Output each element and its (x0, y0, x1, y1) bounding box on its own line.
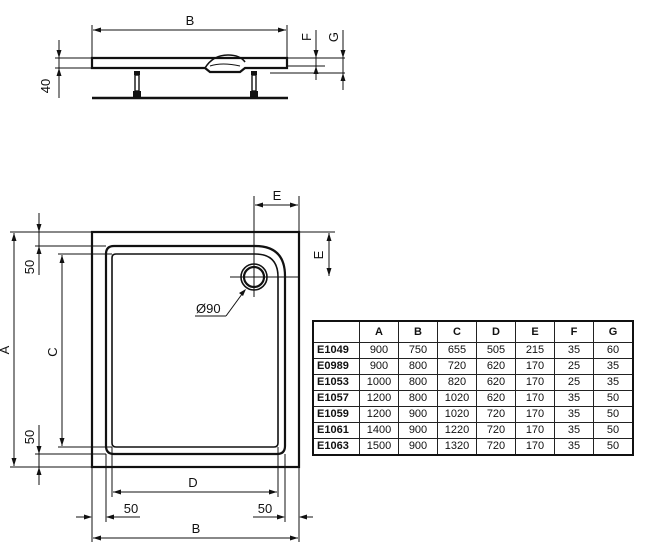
table-header-g: G (593, 320, 634, 343)
cell-e: 170 (515, 438, 555, 456)
model-code: E1049 (312, 342, 360, 359)
cell-c: 1320 (437, 438, 477, 456)
cell-c: 1220 (437, 422, 477, 439)
cell-b: 800 (398, 374, 438, 391)
table-row: E1059 1200 900 1020 720 170 35 50 (312, 406, 634, 423)
side-label-f: F (299, 33, 314, 41)
cell-c: 720 (437, 358, 477, 375)
cell-f: 35 (554, 406, 594, 423)
cell-f: 35 (554, 342, 594, 359)
table-row: E1063 1500 900 1320 720 170 35 50 (312, 438, 634, 456)
cell-b: 800 (398, 358, 438, 375)
cell-c: 1020 (437, 390, 477, 407)
plan-label-50-left: 50 (124, 501, 138, 516)
dimensions-table: A B C D E F G E1049 900 750 655 505 215 … (312, 320, 634, 456)
cell-g: 50 (593, 390, 634, 407)
cell-a: 1200 (359, 390, 399, 407)
cell-e: 170 (515, 422, 555, 439)
plan-label-c: C (45, 347, 60, 356)
side-view: B 40 F (38, 13, 346, 100)
cell-d: 620 (476, 390, 516, 407)
cell-e: 170 (515, 406, 555, 423)
cell-g: 35 (593, 358, 634, 375)
cell-b: 900 (398, 438, 438, 456)
cell-b: 800 (398, 390, 438, 407)
table-header-d: D (476, 320, 516, 343)
table-header-f: F (554, 320, 594, 343)
cell-g: 50 (593, 438, 634, 456)
cell-d: 720 (476, 438, 516, 456)
plan-label-e-top: E (273, 188, 282, 203)
cell-a: 1000 (359, 374, 399, 391)
table-row: E1053 1000 800 820 620 170 25 35 (312, 374, 634, 391)
model-code: E1059 (312, 406, 360, 423)
cell-a: 1400 (359, 422, 399, 439)
cell-d: 620 (476, 374, 516, 391)
cell-f: 35 (554, 390, 594, 407)
model-code: E1053 (312, 374, 360, 391)
plan-label-b: B (192, 521, 201, 536)
cell-a: 900 (359, 358, 399, 375)
model-code: E1057 (312, 390, 360, 407)
side-label-g: G (326, 32, 341, 42)
table-header-row: A B C D E F G (312, 320, 634, 343)
cell-d: 620 (476, 358, 516, 375)
side-label-b: B (186, 13, 195, 28)
cell-e: 170 (515, 358, 555, 375)
table-header-corner (312, 320, 360, 343)
cell-a: 900 (359, 342, 399, 359)
table-row: E0989 900 800 720 620 170 25 35 (312, 358, 634, 375)
plan-label-a: A (0, 345, 12, 354)
table-row: E1049 900 750 655 505 215 35 60 (312, 342, 634, 359)
table-row: E1061 1400 900 1220 720 170 35 50 (312, 422, 634, 439)
cell-d: 720 (476, 422, 516, 439)
table-row: E1057 1200 800 1020 620 170 35 50 (312, 390, 634, 407)
cell-g: 50 (593, 406, 634, 423)
drain-diameter-label: Ø90 (196, 301, 221, 316)
plan-view: Ø90 E E A C 50 (0, 188, 335, 542)
cell-e: 215 (515, 342, 555, 359)
table-header-e: E (515, 320, 555, 343)
plan-label-50-top: 50 (22, 260, 37, 274)
cell-f: 35 (554, 438, 594, 456)
support-leg-left (133, 71, 141, 97)
cell-e: 170 (515, 374, 555, 391)
side-label-40: 40 (38, 79, 53, 93)
cell-d: 720 (476, 406, 516, 423)
model-code: E0989 (312, 358, 360, 375)
plan-label-e-side: E (311, 250, 326, 259)
cell-c: 820 (437, 374, 477, 391)
cell-b: 900 (398, 406, 438, 423)
cell-a: 1200 (359, 406, 399, 423)
model-code: E1061 (312, 422, 360, 439)
table-header-a: A (359, 320, 399, 343)
cell-c: 1020 (437, 406, 477, 423)
cell-f: 25 (554, 374, 594, 391)
cell-b: 750 (398, 342, 438, 359)
cell-g: 60 (593, 342, 634, 359)
cell-e: 170 (515, 390, 555, 407)
plan-label-d: D (188, 475, 197, 490)
cell-g: 35 (593, 374, 634, 391)
drain-symbol (230, 196, 300, 297)
cell-a: 1500 (359, 438, 399, 456)
table-header-b: B (398, 320, 438, 343)
cell-f: 25 (554, 358, 594, 375)
model-code: E1063 (312, 438, 360, 456)
cell-f: 35 (554, 422, 594, 439)
plan-label-50-bottom: 50 (22, 430, 37, 444)
plan-label-50-right: 50 (258, 501, 272, 516)
cell-b: 900 (398, 422, 438, 439)
cell-c: 655 (437, 342, 477, 359)
support-leg-right (250, 71, 258, 97)
table-header-c: C (437, 320, 477, 343)
cell-d: 505 (476, 342, 516, 359)
cell-g: 50 (593, 422, 634, 439)
